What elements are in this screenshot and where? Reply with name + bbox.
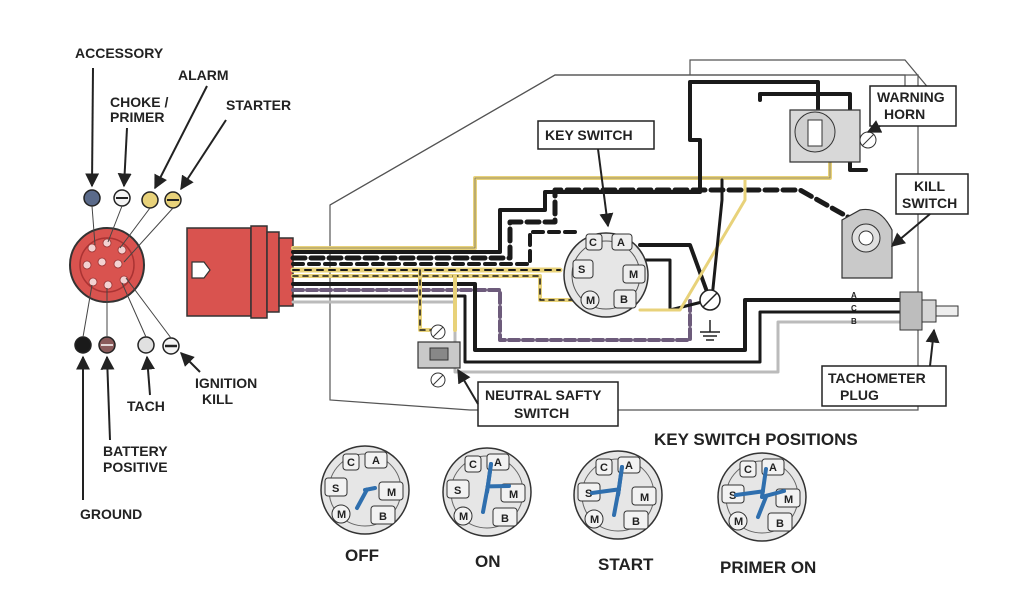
dial-terminal-b: B [776,518,784,530]
dial-terminal-a: A [494,457,502,469]
neutral-safety-label-box [477,381,619,427]
dial-terminal-s: S [332,483,339,495]
term-m: M [629,269,638,281]
tachometer-label-2: PLUG [840,387,879,403]
label-alarm: ALARM [178,67,229,83]
term-s: S [578,264,585,276]
tach-pin-a: A [851,291,857,300]
dial-terminal-s: S [454,485,461,497]
position-label: ON [475,552,501,571]
label-choke-2: PRIMER [110,109,164,125]
dial-terminal-s: S [585,488,592,500]
kill-switch-label-2: SWITCH [902,195,957,211]
dial-terminal-m: M [509,489,518,501]
key-switch [563,232,649,318]
dial-terminal-b: B [632,516,640,528]
pin-leaders [82,205,174,339]
dial-terminal-m2: M [337,509,346,521]
label-arrows [76,67,227,500]
pin-alarm [141,191,159,209]
label-choke-1: CHOKE / [110,94,168,110]
tachometer-plug [899,291,959,331]
main-connector-face [69,227,145,303]
dial-terminal-m2: M [734,516,743,528]
dial-terminal-b: B [379,511,387,523]
pin-accessory [83,189,101,207]
dial-terminal-s: S [729,490,736,502]
pin-ground [74,336,92,354]
tach-pin-b: B [851,317,857,326]
label-battery-1: BATTERY [103,443,168,459]
dial-terminal-m2: M [459,511,468,523]
pin-tach [137,336,155,354]
dial-terminal-c: C [744,464,752,476]
neutral-safety-switch [417,324,461,388]
dial-terminal-m: M [640,492,649,504]
dial-terminal-b: B [501,513,509,525]
neutral-safety-label-1: NEUTRAL SAFTY [485,387,602,403]
position-label: OFF [345,546,379,565]
label-tach: TACH [127,398,165,414]
ground-symbol [700,320,720,341]
label-battery-2: POSITIVE [103,459,168,475]
label-starter: STARTER [226,97,291,113]
label-ignition-1: IGNITION [195,375,257,391]
key-switch-label: KEY SWITCH [545,127,633,143]
dial-terminal-m: M [387,487,396,499]
position-label: PRIMER ON [720,558,816,577]
dial-terminal-a: A [769,462,777,474]
wire-harness [290,80,902,374]
harness-plug [186,225,294,319]
term-b: B [620,294,628,306]
kill-switch [841,208,893,279]
position-label: START [598,555,654,574]
dial-terminal-a: A [625,460,633,472]
dial-terminal-c: C [600,462,608,474]
panel-body [329,74,919,411]
warning-horn-label-box [869,85,957,127]
kill-switch-label-box [895,173,969,215]
warning-horn [789,109,877,163]
term-m2: M [586,295,595,307]
tachometer-label-1: TACHOMETER [828,370,926,386]
label-accessory: ACCESSORY [75,45,164,61]
dial-terminal-m2: M [590,514,599,526]
label-ignition-2: KILL [202,391,234,407]
dial-terminal-m: M [784,494,793,506]
neutral-safety-label-2: SWITCH [514,405,569,421]
warning-horn-label-2: HORN [884,106,925,122]
key-switch-label-box [537,120,655,150]
dial-terminal-c: C [347,457,355,469]
kill-switch-label-1: KILL [914,178,946,194]
tachometer-label-box [821,365,947,407]
tach-pin-c: C [851,304,857,313]
dial-terminal-c: C [469,459,477,471]
label-ground: GROUND [80,506,142,522]
term-c: C [589,237,597,249]
warning-horn-label-1: WARNING [877,89,945,105]
dial-terminal-a: A [372,455,380,467]
term-a: A [617,237,625,249]
positions-heading: KEY SWITCH POSITIONS [654,430,858,449]
